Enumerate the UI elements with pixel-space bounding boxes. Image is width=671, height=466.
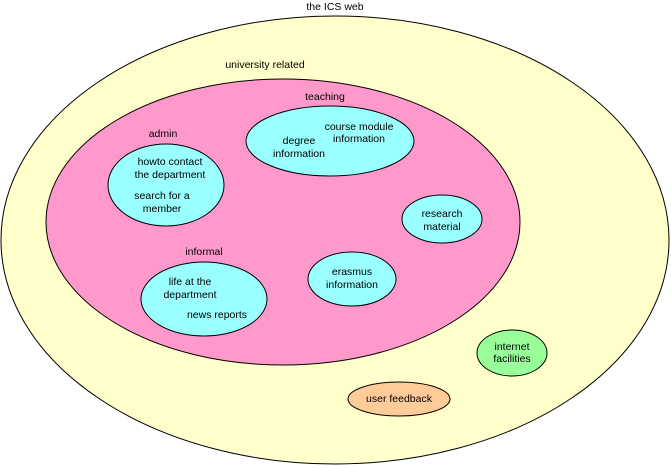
teaching-ellipse — [245, 105, 415, 177]
degree-information-line-2: information — [273, 148, 325, 160]
life-department-line-2: department — [163, 289, 216, 301]
news-reports-label: news reports — [187, 309, 247, 321]
life-department-line-1: life at the — [169, 276, 212, 288]
admin-title: admin — [149, 128, 178, 140]
search-member-line-1: search for a — [134, 190, 190, 202]
search-member-line-2: member — [143, 203, 182, 215]
teaching-title: teaching — [305, 91, 345, 103]
ics-web-title: the ICS web — [306, 1, 363, 13]
course-module-information-line-2: information — [333, 133, 385, 145]
internet-facilities-line-2: facilities — [493, 353, 530, 365]
course-module-information-line-1: course module — [325, 121, 394, 133]
erasmus-information-ellipse — [307, 251, 397, 307]
user-feedback-ellipse — [347, 381, 451, 417]
informal-title: informal — [185, 246, 222, 258]
admin-ellipse — [107, 143, 225, 227]
university-related-title: university related — [225, 59, 305, 71]
erasmus-information-line-2: information — [326, 279, 378, 291]
research-material-line-2: material — [423, 221, 460, 233]
research-material-ellipse — [401, 194, 483, 244]
internet-facilities-line-1: internet — [494, 341, 529, 353]
user-feedback-label: user feedback — [366, 393, 433, 405]
contact-department-line-1: howto contact — [138, 156, 203, 168]
contact-department-line-2: the department — [135, 169, 206, 181]
research-material-line-1: research — [422, 208, 463, 220]
erasmus-information-line-1: erasmus — [332, 266, 372, 278]
informal-ellipse — [140, 261, 268, 337]
degree-information-line-1: degree — [283, 135, 316, 147]
internet-facilities-ellipse — [476, 329, 548, 377]
